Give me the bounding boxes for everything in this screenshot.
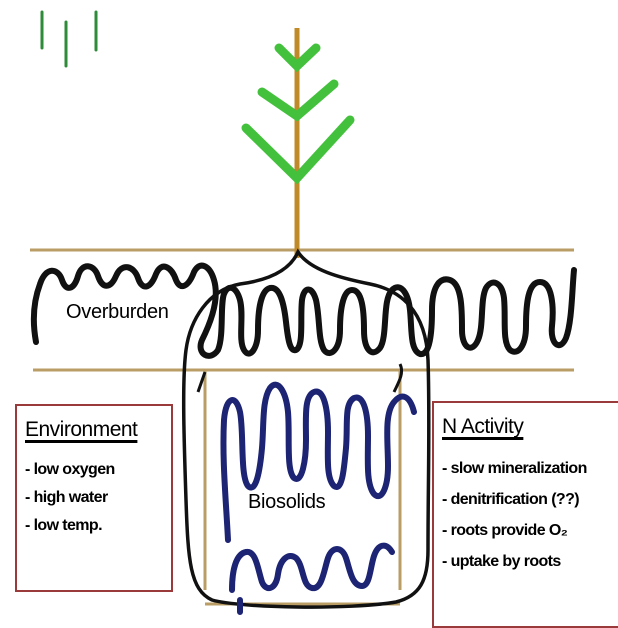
rain-drops [42,12,96,66]
biosolids-label: Biosolids [248,491,325,514]
n-activity-item: - roots provide O₂ [442,515,618,546]
n-activity-item: - slow mineralization [442,453,618,484]
environment-heading: Environment [25,418,163,442]
environment-item: - low oxygen [25,456,163,484]
environment-panel: Environment - low oxygen - high water - … [15,404,173,592]
environment-list: - low oxygen - high water - low temp. [25,456,163,540]
overburden-label: Overburden [66,301,169,324]
n-activity-heading: N Activity [442,415,618,439]
n-activity-item: - denitrification (??) [442,484,618,515]
environment-item: - high water [25,484,163,512]
n-activity-list: - slow mineralization - denitrification … [442,453,618,577]
n-activity-panel: N Activity - slow mineralization - denit… [432,401,618,628]
n-activity-item: - uptake by roots [442,546,618,577]
root-stubs [198,364,402,392]
environment-item: - low temp. [25,512,163,540]
